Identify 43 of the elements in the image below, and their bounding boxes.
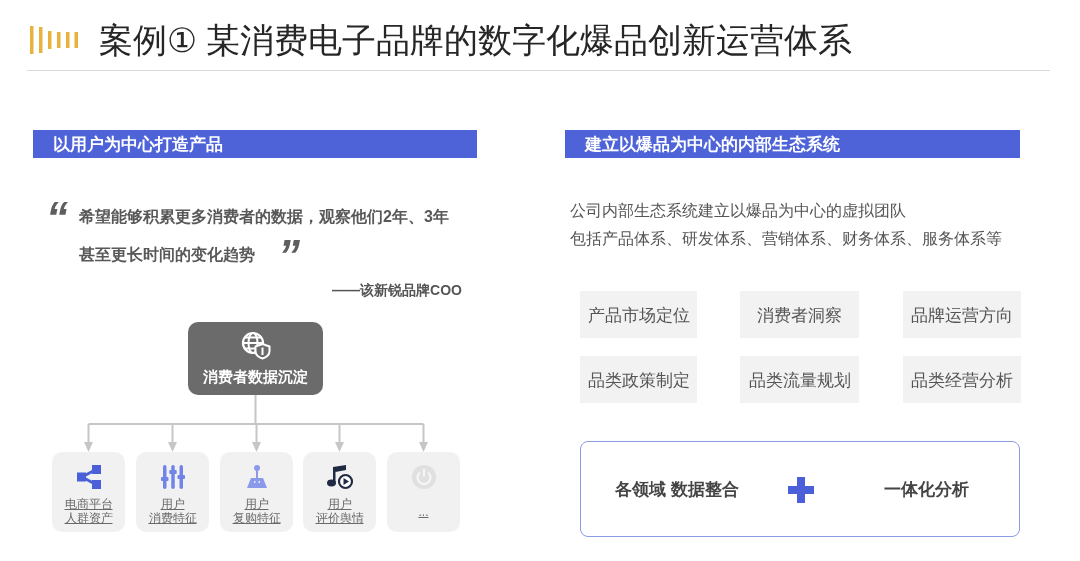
attribution-text: ——该新锐品牌COO [332,281,462,299]
quote-text: 希望能够积累更多消费者的数据，观察他们2年、3年 [79,207,449,227]
node-label: 品类流量规划 [748,369,851,390]
quote-text: 甚至更长时间的变化趋势 [79,245,255,265]
node-label: 产品市场定位 [587,304,690,325]
category-card [387,452,460,532]
body-text: 包括产品体系、研发体系、营销体系、财务体系、服务体系等 [570,228,1002,248]
node-caption: 人群资产 [64,511,113,525]
node-caption: 消费特征 [148,511,197,525]
slide-title: 案例① 某消费电子品牌的数字化爆品创新运营体系 [99,21,853,61]
summary-box [580,441,1020,537]
section-heading: 以用户为中心打造产品 [53,134,223,154]
connector-arrow [168,423,177,452]
category-card [303,452,376,532]
node-caption: 电商平台 [64,497,113,511]
connector-arrow [87,394,425,425]
node-caption: 用户 [244,497,269,511]
category-card [220,452,293,532]
category-card [136,452,209,532]
process-box [188,322,323,395]
node-caption: 用户 [160,497,185,511]
body-text: 公司内部生态系统建立以爆品为中心的虚拟团队 [570,200,906,220]
node-label: 一体化分析 [884,479,969,499]
connector-arrow [419,423,428,452]
category-card [52,452,125,532]
node-title: 消费者数据沉淀 [203,368,308,386]
node-label: 品牌运营方向 [911,304,1013,325]
node-caption: ... [418,505,429,519]
node-caption: 评价舆情 [315,511,364,525]
connector-arrow [84,423,93,452]
quote-mark: ” [278,234,300,278]
node-label: 消费者洞察 [757,304,842,325]
connector-arrow [335,423,344,452]
section-header-band [33,130,477,158]
node-label: 品类政策制定 [587,369,690,390]
node-label: 各领域 数据整合 [615,479,739,499]
node-label: 品类经营分析 [911,369,1013,390]
quote-mark: “ [46,196,68,240]
connector-arrow [252,423,261,452]
section-heading: 建立以爆品为中心的内部生态系统 [585,134,840,154]
node-caption: 用户 [327,497,352,511]
node-caption: 复购特征 [232,511,281,525]
section-header-band [565,130,1020,158]
